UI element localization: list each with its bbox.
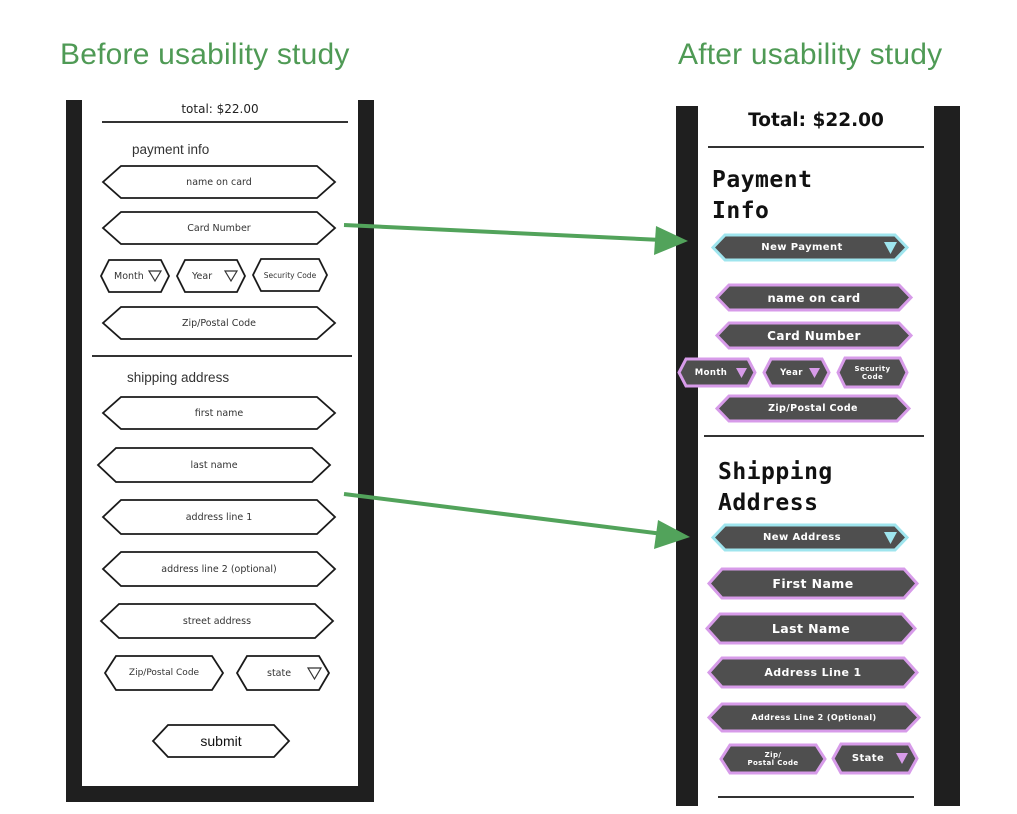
chevron-down-icon	[736, 368, 747, 378]
submit-button[interactable]: submit	[151, 724, 291, 758]
address-line-1-field[interactable]: Address Line 1	[706, 656, 920, 689]
payment-zip-label: Zip/Postal Code	[181, 317, 257, 329]
card-number-field[interactable]: Card Number	[101, 211, 337, 245]
month-select[interactable]: Month	[677, 357, 757, 388]
first-name-label: first name	[194, 407, 244, 419]
shipping-address-heading: Shipping Address	[718, 459, 833, 516]
card-number-field[interactable]: Card Number	[714, 321, 914, 350]
year-label: Year	[192, 270, 213, 282]
after-design: Total: $22.00 Payment Info New Payment n…	[676, 106, 960, 806]
payment-zip-field[interactable]: Zip/Postal Code	[714, 394, 912, 423]
order-total: Total: $22.00	[748, 110, 884, 131]
payment-info-heading: Payment Info	[712, 167, 813, 224]
card-number-label: Card Number	[187, 222, 251, 234]
address-line-1-field[interactable]: address line 1	[101, 499, 337, 535]
first-name-field[interactable]: first name	[101, 396, 337, 430]
last-name-label: last name	[190, 459, 238, 471]
address-line-2-label: Address Line 2 (Optional)	[751, 713, 877, 722]
new-address-dropdown[interactable]: New Address	[710, 523, 910, 552]
shipping-zip-field[interactable]: Zip/Postal Code	[103, 655, 225, 691]
divider	[718, 796, 914, 798]
after-phone-screen: Total: $22.00 Payment Info New Payment n…	[677, 106, 934, 806]
security-code-field[interactable]: Security Code	[836, 356, 909, 389]
chevron-down-icon	[147, 270, 163, 283]
new-address-label: New Address	[763, 532, 841, 543]
payment-info-heading: payment info	[132, 142, 210, 157]
before-wireframe: total: $22.00 payment info name on card …	[66, 100, 374, 802]
payment-zip-label: Zip/Postal Code	[768, 403, 858, 414]
payment-arrow	[343, 223, 688, 255]
state-label: state	[267, 667, 292, 679]
state-label: State	[851, 753, 885, 764]
state-select[interactable]: state	[235, 655, 331, 691]
new-payment-dropdown[interactable]: New Payment	[710, 233, 910, 262]
month-select[interactable]: Month	[99, 259, 171, 293]
year-select[interactable]: Year	[175, 259, 247, 293]
new-payment-label: New Payment	[761, 242, 843, 253]
divider	[708, 146, 924, 148]
chevron-down-icon	[306, 667, 323, 681]
address-line-1-label: Address Line 1	[764, 666, 862, 679]
shipping-zip-label: Zip/ Postal Code	[747, 751, 799, 767]
before-phone-screen: total: $22.00 payment info name on card …	[82, 100, 358, 786]
chevron-down-icon	[223, 270, 239, 283]
name-on-card-field[interactable]: name on card	[101, 165, 337, 199]
divider	[92, 355, 352, 357]
order-total: total: $22.00	[181, 102, 259, 116]
month-label: Month	[114, 270, 144, 282]
card-number-label: Card Number	[767, 328, 861, 343]
chevron-down-icon	[884, 242, 897, 254]
year-select[interactable]: Year	[762, 357, 831, 388]
name-on-card-label: name on card	[186, 176, 252, 188]
month-label: Month	[694, 367, 728, 378]
divider	[704, 435, 924, 437]
before-heading: Before usability study	[60, 38, 350, 71]
state-select[interactable]: State	[831, 742, 919, 775]
address-line-2-label: address line 2 (optional)	[161, 563, 277, 575]
shipping-arrow	[343, 492, 690, 549]
address-line-2-field[interactable]: address line 2 (optional)	[101, 551, 337, 587]
security-code-field[interactable]: Security Code	[251, 258, 329, 292]
chevron-down-icon	[896, 753, 908, 764]
after-heading: After usability study	[678, 38, 943, 71]
shipping-zip-field[interactable]: Zip/ Postal Code	[719, 743, 827, 775]
shipping-zip-label: Zip/Postal Code	[128, 668, 200, 678]
street-address-field[interactable]: street address	[99, 603, 335, 639]
security-code-label: Security Code	[854, 364, 891, 381]
submit-label: submit	[200, 733, 242, 749]
street-address-label: street address	[182, 615, 252, 627]
security-code-label: Security Code	[263, 270, 317, 280]
address-line-1-label: address line 1	[185, 511, 253, 523]
first-name-field[interactable]: First Name	[706, 567, 920, 600]
name-on-card-label: name on card	[767, 290, 861, 305]
divider	[102, 121, 348, 123]
shipping-address-heading: shipping address	[127, 370, 230, 385]
first-name-label: First Name	[772, 576, 854, 591]
address-line-2-field[interactable]: Address Line 2 (Optional)	[706, 702, 922, 733]
year-label: Year	[780, 367, 803, 378]
payment-zip-field[interactable]: Zip/Postal Code	[101, 306, 337, 340]
last-name-label: Last Name	[771, 621, 851, 636]
chevron-down-icon	[884, 532, 897, 544]
name-on-card-field[interactable]: name on card	[714, 283, 914, 312]
last-name-field[interactable]: last name	[96, 447, 332, 483]
last-name-field[interactable]: Last Name	[704, 612, 918, 645]
chevron-down-icon	[809, 368, 820, 378]
